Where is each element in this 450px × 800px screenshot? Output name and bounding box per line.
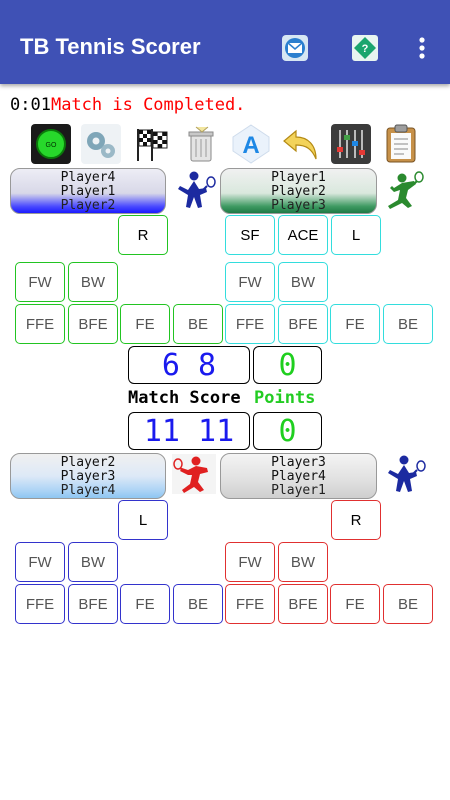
player-selector-bottom-right[interactable]: Player3 Player4 Player1 [220,453,377,499]
match-timer: 0:01 [10,95,51,115]
player-name: Player1 [271,170,326,185]
svg-text:GO: GO [46,142,57,149]
go-button[interactable]: GO [30,123,72,165]
player-selector-bottom-left[interactable]: Player2 Player3 Player4 [10,453,166,499]
player-name: Player3 [60,469,116,484]
forehand-winner-button[interactable]: FW [225,542,275,582]
svg-text:A: A [242,132,259,159]
points-score-bottom: 0 [253,412,322,450]
forced-backhand-error-button[interactable]: BFE [278,304,328,344]
forehand-winner-button[interactable]: FW [15,262,65,302]
match-score: 11 11 [128,412,250,450]
points-score-top: 0 [253,346,322,384]
forehand-winner-button[interactable]: FW [225,262,275,302]
mail-icon[interactable] [281,34,309,62]
points-label: Points [254,388,316,408]
player-forehand-icon [172,454,216,494]
player-name: Player1 [271,483,326,498]
ace-button[interactable]: ACE [278,215,328,255]
status-line: 0:01Match is Completed. [10,95,245,115]
backhand-error-button[interactable]: BE [173,304,223,344]
forced-backhand-error-button[interactable]: BFE [68,304,118,344]
backhand-winner-button[interactable]: BW [278,542,328,582]
forced-forehand-error-button[interactable]: FFE [15,304,65,344]
mixer-icon[interactable] [330,123,372,165]
player-name: Player4 [271,469,326,484]
player-backhand-icon [388,455,426,492]
games-score: 6 8 [128,346,250,384]
forehand-error-button[interactable]: FE [120,584,170,624]
trash-icon[interactable] [180,123,222,165]
serve-result-l-button[interactable]: L [118,500,168,540]
player-name: Player4 [60,170,116,185]
backhand-winner-button[interactable]: BW [278,262,328,302]
forced-forehand-error-button[interactable]: FFE [225,304,275,344]
app-bar: TB Tennis Scorer ? [0,0,450,84]
more-options-icon[interactable] [412,34,432,62]
backhand-error-button[interactable]: BE [173,584,223,624]
font-a-icon[interactable]: A [230,123,272,165]
forehand-winner-button[interactable]: FW [15,542,65,582]
player-selector-top-left[interactable]: Player4 Player1 Player2 [10,168,166,214]
forced-backhand-error-button[interactable]: BFE [278,584,328,624]
checkered-flag-icon[interactable] [130,123,172,165]
app-title: TB Tennis Scorer [20,34,201,59]
serve-result-l-button[interactable]: L [331,215,381,255]
player-name: Player2 [60,198,116,213]
match-score-label: Match Score [128,388,241,408]
undo-icon[interactable] [280,123,322,165]
player-name: Player2 [60,455,116,470]
forehand-error-button[interactable]: FE [330,584,380,624]
clipboard-icon[interactable] [380,123,422,165]
player-name: Player3 [271,455,326,470]
svg-text:?: ? [362,43,369,55]
serve-result-r-button[interactable]: R [118,215,168,255]
help-icon[interactable]: ? [351,34,379,62]
forced-forehand-error-button[interactable]: FFE [15,584,65,624]
forced-backhand-error-button[interactable]: BFE [68,584,118,624]
backhand-error-button[interactable]: BE [383,584,433,624]
backhand-winner-button[interactable]: BW [68,542,118,582]
forced-forehand-error-button[interactable]: FFE [225,584,275,624]
serve-result-r-button[interactable]: R [331,500,381,540]
forehand-error-button[interactable]: FE [330,304,380,344]
player-serve-icon [388,171,424,209]
serve-fault-button[interactable]: SF [225,215,275,255]
settings-icon[interactable] [80,123,122,165]
backhand-error-button[interactable]: BE [383,304,433,344]
forehand-error-button[interactable]: FE [120,304,170,344]
player-name: Player3 [271,198,326,213]
player-selector-top-right[interactable]: Player1 Player2 Player3 [220,168,377,214]
backhand-winner-button[interactable]: BW [68,262,118,302]
player-name: Player1 [60,184,116,199]
status-message: Match is Completed. [50,95,246,115]
player-backhand-icon [178,171,216,208]
player-name: Player2 [271,184,326,199]
player-name: Player4 [60,483,116,498]
